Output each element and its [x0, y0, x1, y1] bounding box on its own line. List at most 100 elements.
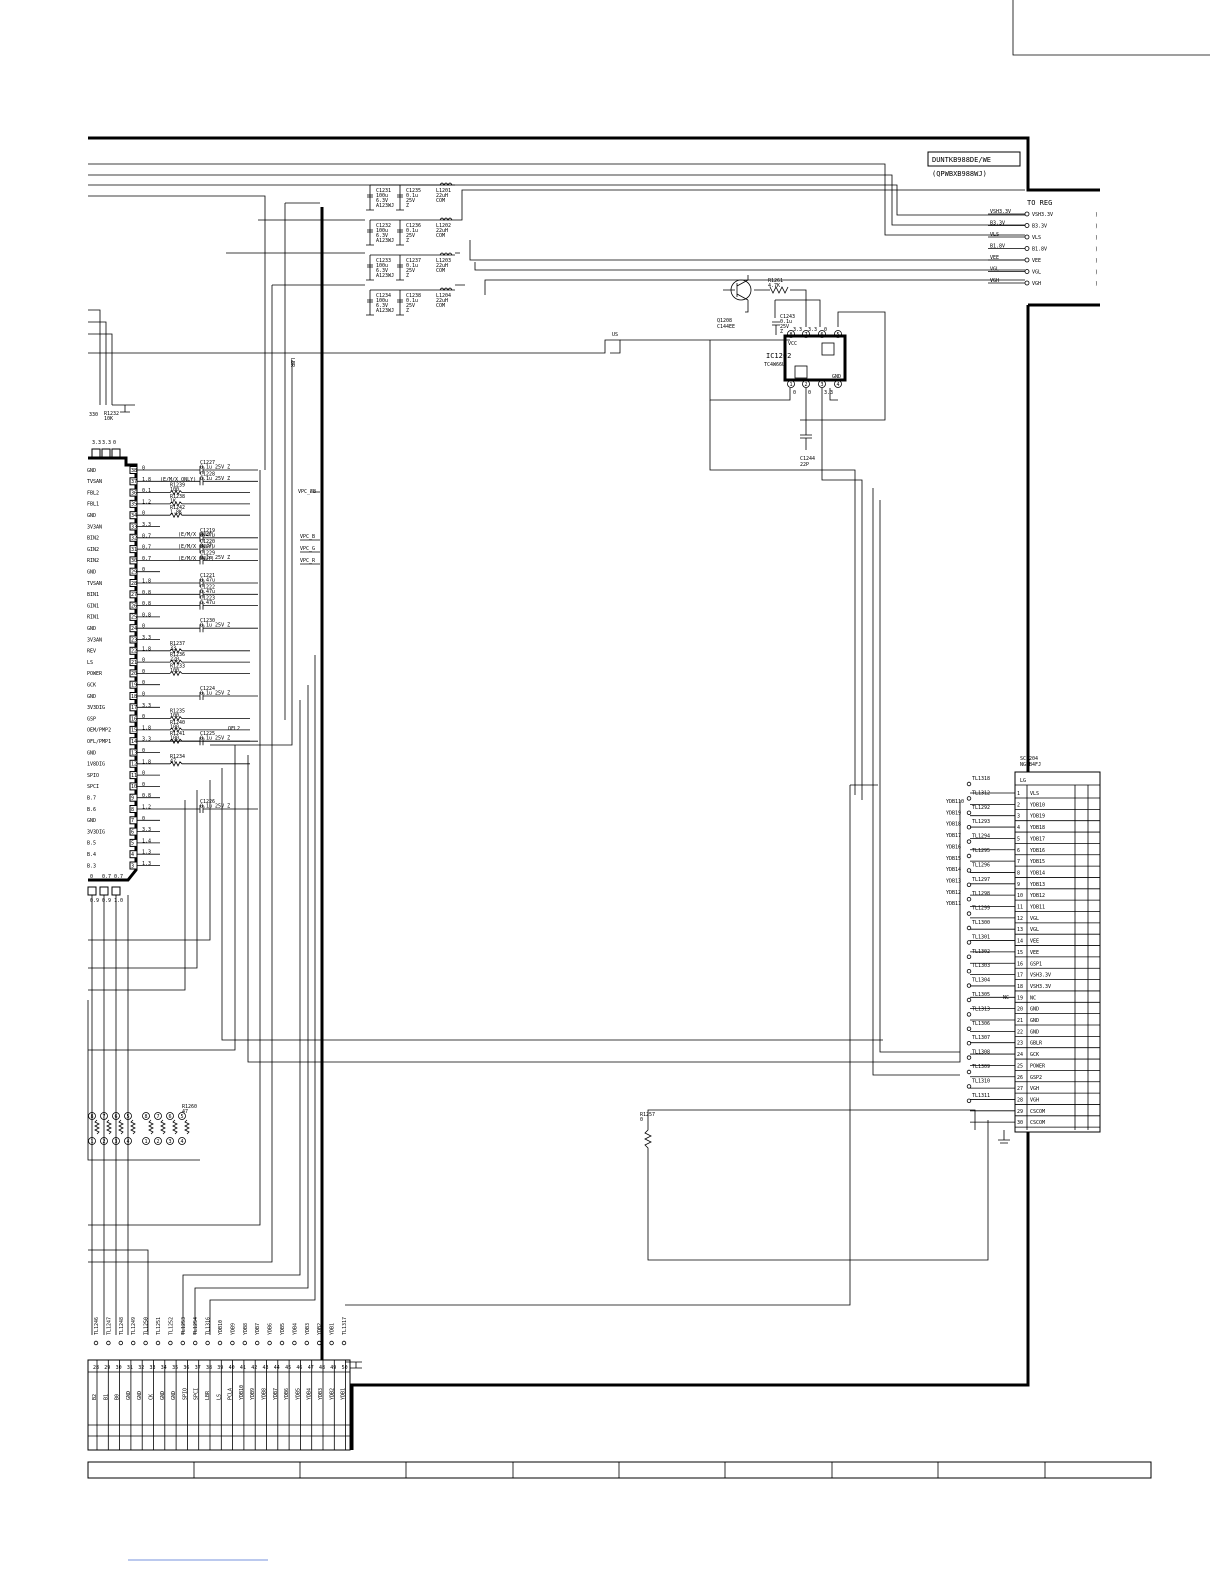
bottom-ref-volt-1: 0 — [90, 874, 93, 880]
lsi-part-value: 1K — [170, 498, 176, 504]
lsi-pin-number: 20 — [131, 671, 137, 677]
em-only-1: (E/M/X ONLY) — [160, 477, 196, 483]
lsi-pin-voltage: 0 — [142, 669, 145, 675]
lsi-part-value: 0.1u 25V Z — [200, 555, 230, 561]
lsi-pin-voltage: 1.3 — [142, 850, 151, 856]
connector-pin-number: 16 — [1017, 961, 1023, 967]
lsi-pin-number: 33 — [131, 524, 137, 530]
lsi-pin-name: TVSAN — [87, 581, 102, 587]
cap-ref: C1231 — [376, 188, 391, 194]
lsi-outline — [88, 456, 138, 882]
bottom-pin-number: 38 — [206, 1365, 212, 1371]
lsi-pin-number: 26 — [131, 603, 137, 609]
bottom-test-point: TL1251 — [156, 1317, 162, 1335]
lsi-pin-voltage: 0 — [142, 567, 145, 573]
bottom-ref-volt-2: 0.7 — [102, 874, 111, 880]
toreg-terminal — [1024, 257, 1030, 263]
lsi-pin-number: 21 — [131, 660, 137, 666]
cap-value: 100u — [376, 263, 388, 269]
cap2-value: 25V — [406, 268, 415, 274]
connector-test-point: TL1302 — [972, 949, 990, 955]
ic-volt-top: 0 — [824, 327, 827, 333]
lsi-pin-voltage: 0 — [142, 771, 145, 777]
bottom-test-point: YDB3 — [305, 1323, 311, 1335]
lsi-pin-name: GND — [87, 818, 96, 824]
connector-side-net: YDB14 — [946, 867, 961, 873]
lsi-part-ref: R1240 — [170, 720, 185, 726]
toreg-bracket: ) — [1095, 212, 1098, 218]
cap2-ref: C1235 — [406, 188, 421, 194]
part-number-label: (QPWBXB988WJ) — [932, 170, 987, 178]
lsi-part-value: 0.47u — [200, 589, 215, 595]
connector-side-net: YDB16 — [946, 844, 961, 850]
connector-test-point: TL1295 — [972, 848, 990, 854]
lsi-pin-name: 3V3AN — [87, 524, 102, 530]
c1243-value: 25V — [780, 324, 789, 330]
net-vpc-fb: VPC_FB — [298, 489, 316, 495]
connector-test-point: TL1309 — [972, 1064, 990, 1070]
cap2-value: Z — [406, 308, 409, 314]
connector-pin-name: YDB10 — [1030, 802, 1045, 808]
connector-test-point: TL1318 — [972, 776, 990, 782]
ic-pin-bottom: 4 — [837, 382, 840, 388]
cap-ref: C1233 — [376, 258, 391, 264]
bottom-test-point: TL1316 — [206, 1317, 212, 1335]
connector-pin-number: 23 — [1017, 1041, 1023, 1047]
connector-test-point: TL1297 — [972, 877, 990, 883]
bottom-pin-name: GND — [126, 1391, 132, 1400]
toreg-bracket: ) — [1095, 281, 1098, 287]
array-pin-bottom: 1 — [145, 1139, 148, 1145]
ic-volt-bottom: 0 — [808, 390, 811, 396]
lsi-pin-voltage: 3.3 — [142, 635, 151, 641]
connector-side-net: YDB110 — [946, 799, 964, 805]
toreg-signal: B1.8V — [1032, 247, 1047, 253]
connector-side-net: YDB12 — [946, 890, 961, 896]
lsi-pin-name: 3V3DIG — [87, 705, 105, 711]
bottom-test-point: YDB9 — [230, 1323, 236, 1335]
net-ofl2: OFL2 — [228, 726, 240, 732]
reset-volt-1: 3.3 — [92, 440, 101, 446]
lsi-pin-voltage: 0.8 — [142, 612, 151, 618]
bottom-test-point: TL1248 — [119, 1317, 125, 1335]
cap-value: 6.3V — [376, 268, 388, 274]
bottom-test-point: TL1246 — [94, 1317, 100, 1335]
connector-pin-number: 22 — [1017, 1029, 1023, 1035]
r1257-block: R1257 0 — [640, 1109, 989, 1261]
lsi-pin-number: 23 — [131, 637, 137, 643]
lsi-part-value: 100 — [170, 736, 179, 742]
lsi-part-ref: R1238 — [170, 494, 185, 500]
connector-test-point: TL1298 — [972, 891, 990, 897]
to-reg-heading: TO REG — [1027, 199, 1052, 207]
lsi-pin-name: B.6 — [87, 807, 96, 813]
bottom-test-point: TL1252 — [168, 1317, 174, 1335]
em-only-4: (E/M/X ONLY) — [178, 556, 214, 562]
toreg-signal: VEE — [1032, 258, 1041, 264]
connector-pin-name: GBLR — [1030, 1041, 1043, 1047]
lsi-pin-voltage: 1.2 — [142, 499, 151, 505]
lsi-pin-voltage: 0 — [142, 692, 145, 698]
lsi-part-ref: C1229 — [200, 550, 215, 556]
array-pin-top: 7 — [157, 1114, 160, 1120]
connector-pin-name: YDB14 — [1030, 870, 1045, 876]
toreg-bracket: ) — [1095, 235, 1098, 241]
lsi-part-value: 0.47u — [200, 532, 215, 538]
bottom-pin-number: 30 — [116, 1365, 122, 1371]
connector-side-net: YDB13 — [946, 878, 961, 884]
toreg-signal: VGL — [1032, 270, 1041, 276]
connector-pin-name: GSP1 — [1030, 961, 1042, 967]
cap2-value: Z — [406, 203, 409, 209]
bottom-pin-name: YDB6 — [284, 1388, 290, 1400]
lsi-part-value: 0.1u 25V Z — [200, 623, 230, 629]
toreg-net-label: B3.3V — [990, 221, 1005, 227]
connector-pin-name: YDB18 — [1030, 825, 1045, 831]
c1243-ref: C1243 — [780, 314, 795, 320]
array-pin-top: 8 — [145, 1114, 148, 1120]
lsi-part-ref: R1239 — [170, 483, 185, 489]
ic1202-ref: IC1202 — [766, 352, 791, 360]
connector-pin-name: VGL — [1030, 927, 1039, 933]
bottom-pin-number: 41 — [240, 1365, 246, 1371]
toreg-signal: B3.3V — [1032, 224, 1047, 230]
bottom-test-point: TL1247 — [106, 1317, 112, 1335]
lsi-pin-voltage: 3.3 — [142, 827, 151, 833]
lsi-pin-name: OFL/PMP1 — [87, 739, 111, 745]
